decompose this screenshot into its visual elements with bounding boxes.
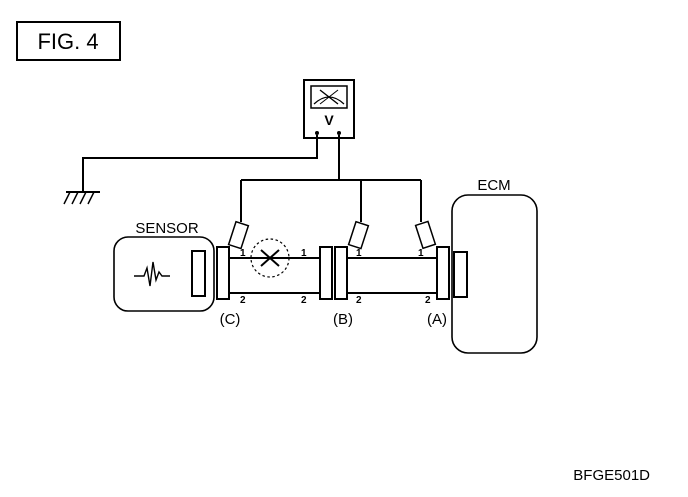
pin-b-left-2: 2 bbox=[301, 295, 307, 306]
sensor-connector-socket bbox=[191, 250, 206, 297]
connector-b-label: (B) bbox=[333, 311, 353, 328]
signal-waveform-icon bbox=[134, 261, 170, 287]
probe-tip-c-icon bbox=[227, 220, 250, 250]
pin-b-right-2: 2 bbox=[356, 295, 362, 306]
probe-tip-b-icon bbox=[347, 220, 370, 250]
ground-lead-wire bbox=[82, 135, 318, 192]
voltmeter-terminal-positive bbox=[337, 131, 341, 135]
ecm-connector-socket bbox=[453, 251, 468, 298]
connector-a-label: (A) bbox=[427, 311, 447, 328]
ecm-label: ECM bbox=[477, 177, 510, 194]
voltmeter-terminal-negative bbox=[315, 131, 319, 135]
pin-c-1: 1 bbox=[240, 248, 246, 259]
pin-c-2: 2 bbox=[240, 295, 246, 306]
pin-b-right-1: 1 bbox=[356, 248, 362, 259]
figure-code: BFGE501D bbox=[573, 467, 650, 484]
sensor-label: SENSOR bbox=[135, 220, 199, 237]
connector-c bbox=[216, 246, 230, 300]
gauge-needle-shadow-icon bbox=[319, 89, 339, 105]
pin-a-2: 2 bbox=[425, 295, 431, 306]
voltmeter-label: V bbox=[324, 112, 334, 128]
figure-title-box bbox=[16, 21, 121, 61]
figure-title: FIG. 4 bbox=[37, 29, 98, 54]
open-circuit-marker bbox=[250, 238, 290, 278]
ground-icon bbox=[63, 191, 100, 205]
voltmeter: V bbox=[303, 79, 355, 139]
connector-a bbox=[436, 246, 450, 300]
probe-tip-a-icon bbox=[414, 220, 437, 250]
pin-b-left-1: 1 bbox=[301, 248, 307, 259]
connector-b-female bbox=[334, 246, 348, 300]
connector-c-label: (C) bbox=[220, 311, 241, 328]
ecm-box bbox=[451, 194, 538, 354]
sensor-box bbox=[113, 236, 215, 312]
connector-b-male bbox=[319, 246, 333, 300]
pin-a-1: 1 bbox=[418, 248, 424, 259]
open-circuit-cross-icon-2 bbox=[260, 249, 280, 267]
